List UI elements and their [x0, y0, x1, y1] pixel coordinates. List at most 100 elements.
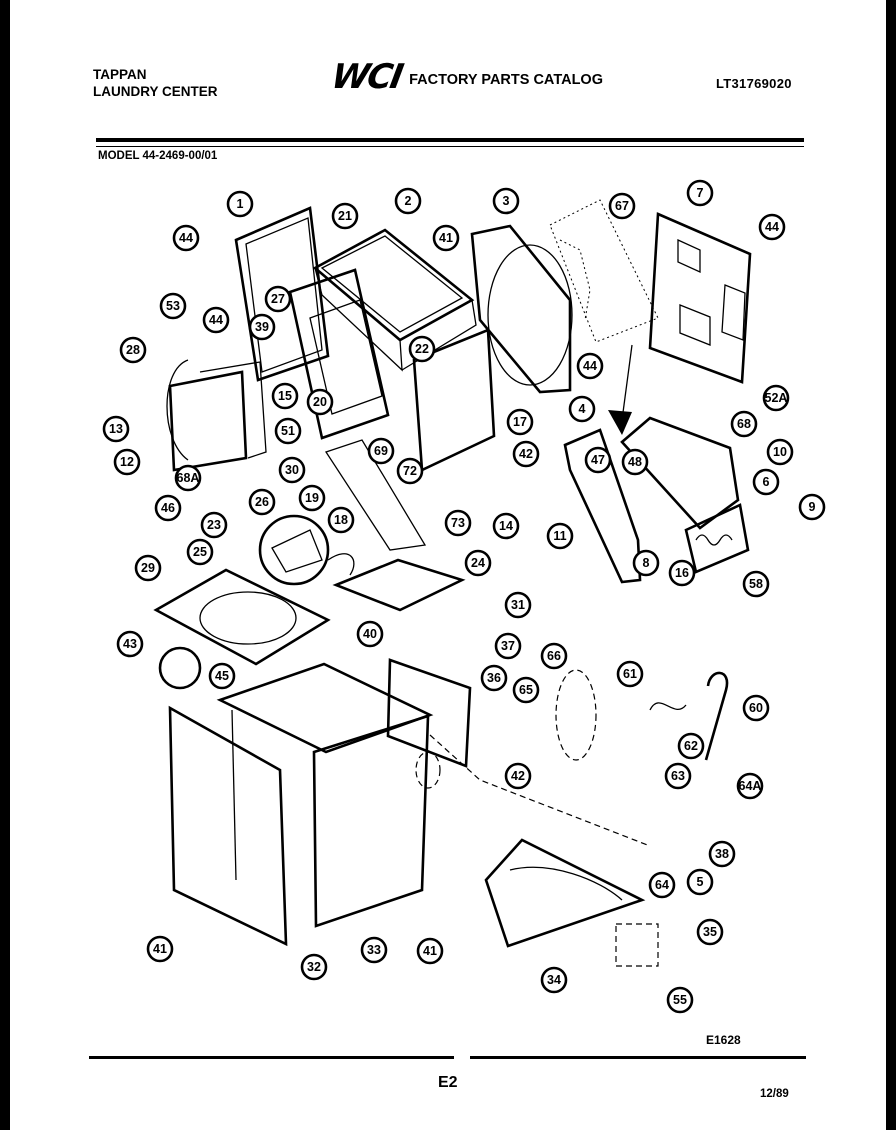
svg-text:48: 48 — [628, 455, 642, 469]
callout-40: 40 — [356, 620, 384, 648]
callout-17: 17 — [506, 408, 534, 436]
callout-30: 30 — [278, 456, 306, 484]
svg-text:11: 11 — [553, 529, 566, 543]
callout-36: 36 — [480, 664, 508, 692]
catalog-number: LT31769020 — [716, 76, 792, 91]
svg-text:73: 73 — [451, 516, 465, 530]
svg-text:3: 3 — [503, 194, 510, 208]
svg-text:1: 1 — [237, 197, 244, 211]
callout-44: 44 — [172, 224, 200, 252]
callout-20: 20 — [306, 388, 334, 416]
svg-text:24: 24 — [471, 556, 485, 570]
svg-text:51: 51 — [281, 424, 295, 438]
callout-2: 2 — [394, 187, 422, 215]
callout-38: 38 — [708, 840, 736, 868]
svg-text:66: 66 — [547, 649, 561, 663]
svg-text:44: 44 — [583, 359, 597, 373]
callout-23: 23 — [200, 511, 228, 539]
product-line: LAUNDRY CENTER — [93, 84, 218, 99]
svg-text:62: 62 — [684, 739, 698, 753]
svg-text:58: 58 — [749, 577, 763, 591]
svg-text:68: 68 — [737, 417, 751, 431]
callout-65: 65 — [512, 676, 540, 704]
callout-48: 48 — [621, 448, 649, 476]
svg-text:64: 64 — [655, 878, 669, 892]
parts-catalog-page: TAPPAN LAUNDRY CENTER WCI FACTORY PARTS … — [10, 0, 886, 1130]
callout-44: 44 — [576, 352, 604, 380]
svg-text:23: 23 — [207, 518, 221, 532]
callout-47: 47 — [584, 446, 612, 474]
svg-text:39: 39 — [255, 320, 269, 334]
svg-text:41: 41 — [423, 944, 437, 958]
callout-72: 72 — [396, 457, 424, 485]
callout-10: 10 — [766, 438, 794, 466]
callout-45: 45 — [208, 662, 236, 690]
callout-33: 33 — [360, 936, 388, 964]
callout-18: 18 — [327, 506, 355, 534]
callout-7: 7 — [686, 179, 714, 207]
svg-text:25: 25 — [193, 545, 207, 559]
header-rule-thin — [96, 146, 804, 147]
footer-rule-right — [470, 1056, 806, 1059]
callout-63: 63 — [664, 762, 692, 790]
callout-4: 4 — [568, 395, 596, 423]
svg-text:37: 37 — [501, 639, 515, 653]
svg-text:53: 53 — [166, 299, 180, 313]
svg-text:31: 31 — [511, 598, 525, 612]
svg-text:26: 26 — [255, 495, 269, 509]
svg-text:41: 41 — [439, 231, 453, 245]
callout-67: 67 — [608, 192, 636, 220]
callout-41: 41 — [432, 224, 460, 252]
svg-text:63: 63 — [671, 769, 685, 783]
callout-set: 1 2 3 67 7 44 21 41 44 27 39 53 44 28 22… — [102, 179, 826, 1014]
callout-66: 66 — [540, 642, 568, 670]
svg-text:44: 44 — [179, 231, 193, 245]
svg-text:2: 2 — [405, 194, 412, 208]
svg-text:34: 34 — [547, 973, 561, 987]
svg-text:43: 43 — [123, 637, 137, 651]
footer-rule-left — [89, 1056, 454, 1059]
svg-text:12: 12 — [120, 455, 134, 469]
svg-text:16: 16 — [675, 566, 689, 580]
date-code: 12/89 — [760, 1088, 789, 1100]
callout-42: 42 — [504, 762, 532, 790]
svg-text:35: 35 — [703, 925, 717, 939]
svg-text:60: 60 — [749, 701, 763, 715]
callout-15: 15 — [271, 382, 299, 410]
callout-41: 41 — [146, 935, 174, 963]
callout-25: 25 — [186, 538, 214, 566]
callout-60: 60 — [742, 694, 770, 722]
callout-32: 32 — [300, 953, 328, 981]
svg-text:28: 28 — [126, 343, 140, 357]
callout-29: 29 — [134, 554, 162, 582]
svg-text:40: 40 — [363, 627, 377, 641]
callout-13: 13 — [102, 415, 130, 443]
callout-43: 43 — [116, 630, 144, 658]
callout-21: 21 — [331, 202, 359, 230]
callout-39: 39 — [248, 313, 276, 341]
callout-64A: 64A — [736, 772, 764, 800]
svg-text:15: 15 — [278, 389, 292, 403]
svg-text:42: 42 — [519, 447, 533, 461]
header-rule — [96, 138, 804, 142]
svg-text:33: 33 — [367, 943, 381, 957]
catalog-title: FACTORY PARTS CATALOG — [409, 72, 603, 88]
svg-text:72: 72 — [403, 464, 417, 478]
svg-text:4: 4 — [579, 402, 586, 416]
svg-text:20: 20 — [313, 395, 327, 409]
callout-58: 58 — [742, 570, 770, 598]
callout-28: 28 — [119, 336, 147, 364]
callout-1: 1 — [226, 190, 254, 218]
svg-text:46: 46 — [161, 501, 175, 515]
callout-11: 11 — [546, 522, 574, 550]
svg-text:14: 14 — [499, 519, 513, 533]
callout-16: 16 — [668, 559, 696, 587]
svg-text:44: 44 — [209, 313, 223, 327]
callout-68A: 68A — [174, 464, 202, 492]
figure-number: E1628 — [706, 1033, 741, 1047]
callout-24: 24 — [464, 549, 492, 577]
svg-text:8: 8 — [643, 556, 650, 570]
callout-46: 46 — [154, 494, 182, 522]
model-number: MODEL 44-2469-00/01 — [98, 150, 218, 162]
callout-61: 61 — [616, 660, 644, 688]
